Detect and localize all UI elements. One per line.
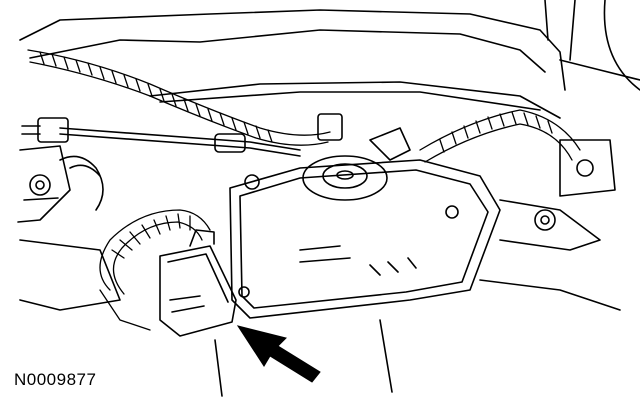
body-panel xyxy=(19,0,640,119)
mounting-bracket xyxy=(214,139,621,397)
wire-harness-upper xyxy=(27,49,331,146)
figure-id-label: N0009877 xyxy=(14,370,97,389)
callout-arrow xyxy=(236,325,321,383)
wire-harness-right xyxy=(419,109,581,163)
sensor-connector xyxy=(159,229,237,337)
range-sensor-housing xyxy=(229,113,501,319)
engine-left-parts xyxy=(17,145,121,311)
shift-cable xyxy=(21,117,301,157)
wire-harness-lower xyxy=(99,209,211,331)
